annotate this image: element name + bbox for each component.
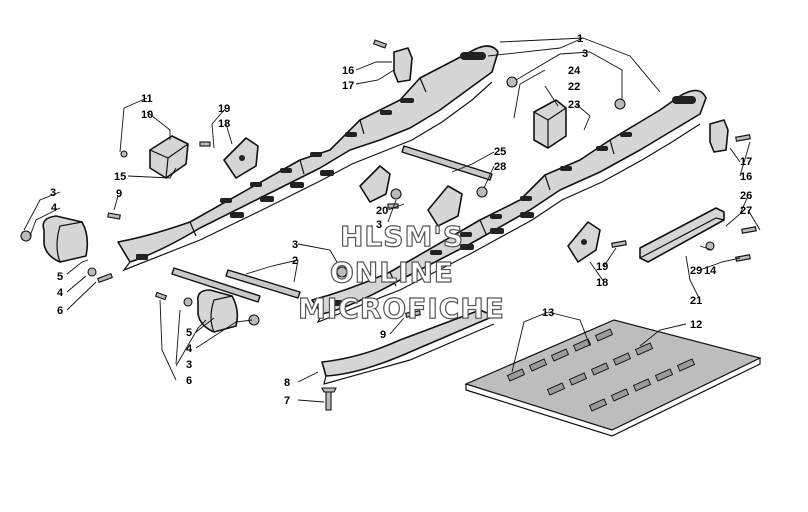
spring-bracket [639,207,725,263]
callout-18: 18 [596,277,608,289]
callout-10: 10 [141,109,153,121]
callout-3: 3 [186,359,192,371]
callout-4: 4 [57,287,64,299]
left-rail-holes [136,52,486,260]
callout-17: 17 [740,156,752,168]
callout-1: 1 [577,33,583,45]
cross-shafts [171,145,493,303]
callout-4: 4 [51,202,58,214]
callout-4: 4 [186,343,193,355]
watermark-line-3: MICROFICHE [298,292,505,325]
left-slide-rail [117,45,499,272]
wear-strip-bolt [321,387,337,411]
callout-28: 28 [494,161,506,173]
callout-5: 5 [186,327,192,339]
idler-bracket-20-b [427,185,463,227]
callout-6: 6 [57,305,63,317]
callout-13: 13 [542,307,554,319]
idler-bracket-18-right [567,221,601,263]
callout-19: 19 [218,103,230,115]
callout-17: 17 [342,80,354,92]
watermark: HLSM'S ONLINE MICROFICHE [297,219,505,325]
callout-26: 26 [740,190,752,202]
callout-9: 9 [380,329,386,341]
callout-6: 6 [186,375,192,387]
callout-27: 27 [740,205,752,217]
callout-3: 3 [50,187,56,199]
rail-end-cap-left [42,215,89,263]
callout-25: 25 [494,146,506,158]
callout-18: 18 [218,118,230,130]
callout-3: 3 [582,48,588,60]
hardware [20,39,757,326]
callout-9: 9 [116,188,122,200]
callout-29: 29 [690,265,702,277]
callout-5: 5 [57,271,63,283]
mount-bracket-16-right [709,119,729,153]
callout-3: 3 [292,239,298,251]
mount-block-10 [149,135,189,179]
callout-14: 14 [704,265,717,277]
mount-block-22 [533,99,567,149]
callout-22: 22 [568,81,580,93]
callout-21: 21 [690,295,702,307]
callout-2: 2 [292,255,298,267]
leader-lines [23,37,761,403]
callout-19: 19 [596,261,608,273]
callout-16: 16 [342,65,354,77]
right-slide-rail [311,89,707,324]
callout-labels: 1 2 3 3 3 3 4 4 4 5 5 6 6 7 8 9 9 10 11 … [50,33,752,407]
mount-bracket-16-left [393,47,413,83]
callout-20: 20 [376,205,388,217]
callout-7: 7 [284,395,290,407]
idler-bracket-20-a [359,165,391,203]
idler-bracket-18-left [223,137,259,179]
callout-15: 15 [114,171,126,183]
callout-23: 23 [568,99,580,111]
track [464,319,762,437]
callout-3: 3 [376,219,382,231]
callout-8: 8 [284,377,290,389]
callout-24: 24 [568,65,581,77]
callout-16: 16 [740,171,752,183]
callout-12: 12 [690,319,702,331]
watermark-line-1: HLSM'S [340,220,464,253]
right-rail-holes [330,96,696,306]
watermark-line-2: ONLINE [330,256,454,289]
callout-11: 11 [141,93,153,105]
track-cleats [506,328,696,412]
wear-strip [321,309,495,385]
